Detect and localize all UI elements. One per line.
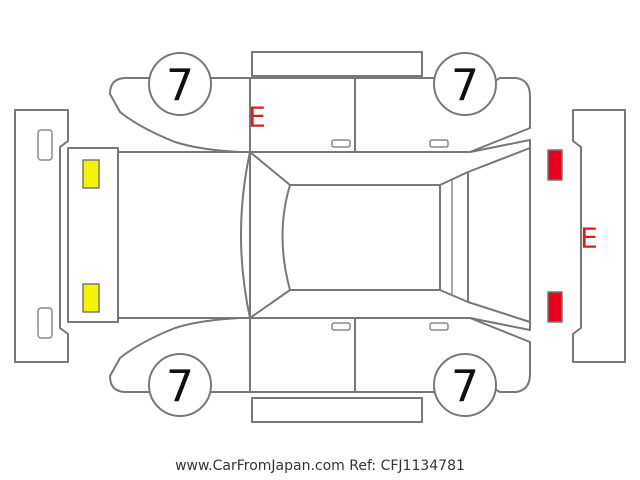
wheel-rear-left-label: 7 [451, 61, 479, 112]
wheel-front-left: 7 [148, 52, 212, 116]
footer-website: www.CarFromJapan.com [175, 458, 345, 474]
wheel-front-right: 7 [148, 353, 212, 417]
front-lights [82, 159, 100, 313]
rear-light-bottom [547, 291, 563, 323]
rear-lights [547, 149, 563, 323]
car-body [67, 139, 531, 331]
footer-ref: Ref: CFJ1134781 [349, 458, 465, 474]
wheel-front-left-label: 7 [166, 61, 194, 112]
wheel-rear-right: 7 [433, 353, 497, 417]
wheel-rear-right-label: 7 [451, 362, 479, 413]
footer-reference: www.CarFromJapan.com Ref: CFJ1134781 [0, 458, 640, 474]
damage-mark-rear: E [580, 222, 598, 255]
lower-side-panel [109, 317, 531, 423]
wheel-front-right-label: 7 [166, 362, 194, 413]
front-bumper [14, 109, 69, 363]
wheel-rear-left: 7 [433, 52, 497, 116]
rear-bumper [572, 109, 626, 363]
rear-light-top [547, 149, 563, 181]
front-light-bottom [82, 283, 100, 313]
damage-mark-left-side: E [248, 101, 266, 134]
front-light-top [82, 159, 100, 189]
